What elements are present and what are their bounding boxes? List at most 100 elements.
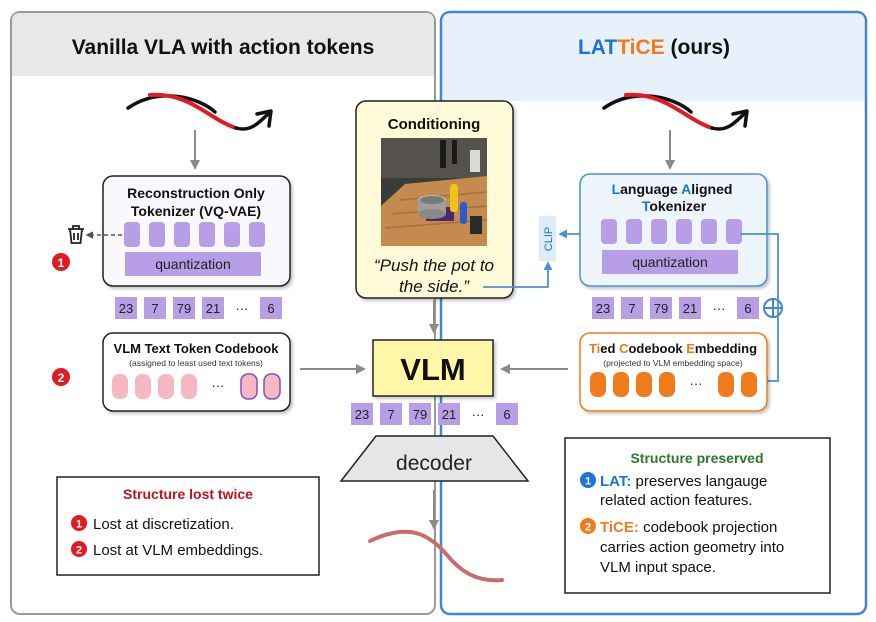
reconstruction-tokenizer-box: Reconstruction Only Tokenizer (VQ-VAE) q… bbox=[102, 175, 291, 287]
quantization-label-left: quantization bbox=[155, 256, 231, 272]
token-box bbox=[737, 297, 759, 319]
token-box bbox=[144, 297, 166, 319]
token-row-center: 23 7 79 21 ··· 6 bbox=[351, 403, 518, 425]
token-row-left: 23 7 79 21 ··· 6 bbox=[115, 297, 282, 319]
svg-text:2: 2 bbox=[585, 522, 591, 534]
token-box bbox=[260, 297, 282, 319]
token-box bbox=[115, 297, 137, 319]
tokenizer-title-line2: Tokenizer (VQ-VAE) bbox=[131, 203, 261, 219]
token-box bbox=[650, 297, 672, 319]
token-box bbox=[202, 297, 224, 319]
codebook-ellipsis: ··· bbox=[212, 378, 225, 393]
tice-subtitle: (projected to VLM embedding space) bbox=[603, 358, 743, 368]
quantization-label-right: quantization bbox=[632, 254, 708, 270]
token-box bbox=[621, 297, 643, 319]
token-value: 7 bbox=[628, 301, 635, 316]
preserved-item2-line3: VLM input space. bbox=[600, 559, 716, 576]
token-value: 7 bbox=[387, 407, 394, 422]
svg-text:1: 1 bbox=[76, 519, 82, 531]
quantization-bar-right bbox=[602, 250, 738, 274]
marker-1: 1 bbox=[52, 253, 70, 271]
arrow-tokenizer-to-tied-codebook bbox=[741, 233, 779, 386]
token-box bbox=[351, 403, 373, 425]
tice-title: Tied Codebook Embedding bbox=[589, 341, 757, 356]
token-value: 6 bbox=[267, 301, 274, 316]
decoder-block: decoder bbox=[339, 435, 530, 482]
instruction-line1: “Push the pot to bbox=[374, 256, 494, 275]
structure-lost-box: Structure lost twice 1 Lost at discretiz… bbox=[56, 476, 320, 576]
token-box bbox=[409, 403, 431, 425]
svg-text:2: 2 bbox=[76, 545, 82, 557]
preserved-item2-line2: carries action geometry into bbox=[600, 539, 784, 556]
token-row-right: 23 7 79 21 ··· 6 bbox=[592, 297, 759, 319]
tokenizer-title-line1: Reconstruction Only bbox=[127, 185, 265, 201]
token-value: 7 bbox=[151, 301, 158, 316]
scene-image bbox=[381, 138, 488, 246]
tice-ellipsis: ··· bbox=[690, 376, 703, 391]
svg-text:1: 1 bbox=[585, 476, 591, 488]
clip-label: CLIP bbox=[543, 227, 555, 251]
token-value: 79 bbox=[177, 301, 191, 316]
svg-text:1: 1 bbox=[58, 256, 65, 270]
preserved-item1-line1: LAT: preserves langauge bbox=[600, 473, 767, 490]
token-ellipsis: ··· bbox=[713, 301, 726, 316]
token-box bbox=[679, 297, 701, 319]
lat-title-line1: Language Aligned bbox=[612, 181, 733, 197]
token-value: 23 bbox=[119, 301, 133, 316]
trajectory-icon-right bbox=[602, 92, 749, 131]
vlm-text-codebook-box: VLM Text Token Codebook (assigned to lea… bbox=[102, 332, 291, 412]
token-value: 23 bbox=[596, 301, 610, 316]
latent-slots-left bbox=[124, 222, 265, 247]
quantization-bar-left bbox=[125, 252, 261, 276]
instruction-line2: the side.” bbox=[399, 277, 470, 296]
preserved-item2-line1: TiCE: codebook projection bbox=[600, 519, 777, 536]
right-panel-title: LATTiCE (ours) bbox=[578, 36, 730, 59]
structure-preserved-title: Structure preserved bbox=[630, 450, 763, 466]
lost-item1: Lost at discretization. bbox=[93, 516, 234, 533]
codebook-subtitle: (assigned to least used text tokens) bbox=[129, 358, 263, 368]
token-box bbox=[173, 297, 195, 319]
decoder-label: decoder bbox=[396, 452, 472, 475]
token-value: 6 bbox=[744, 301, 751, 316]
lat-title-line2: Tokenizer bbox=[642, 198, 707, 214]
plus-icon bbox=[763, 298, 783, 318]
token-box bbox=[592, 297, 614, 319]
left-panel-title: Vanilla VLA with action tokens bbox=[72, 36, 375, 59]
svg-text:2: 2 bbox=[58, 371, 65, 385]
arrow-instruction-to-clip bbox=[483, 261, 553, 288]
language-aligned-tokenizer-box: Language Aligned Tokenizer quantization bbox=[579, 173, 768, 287]
token-value: 79 bbox=[654, 301, 668, 316]
latent-slots-right bbox=[601, 219, 742, 244]
trajectory-icon-left bbox=[126, 92, 273, 131]
codebook-title: VLM Text Token Codebook bbox=[114, 341, 280, 356]
vlm-label: VLM bbox=[400, 352, 465, 387]
token-value: 21 bbox=[206, 301, 220, 316]
preserved-item2-marker bbox=[580, 518, 596, 534]
conditioning-box: Conditioning “Push the pot to the side.” bbox=[355, 100, 514, 299]
trash-icon bbox=[68, 225, 84, 244]
token-value: 23 bbox=[355, 407, 369, 422]
token-value: 79 bbox=[413, 407, 427, 422]
conditioning-title: Conditioning bbox=[388, 116, 480, 133]
token-box bbox=[438, 403, 460, 425]
decoded-trajectory bbox=[368, 529, 504, 583]
structure-preserved-box: Structure preserved 1 LAT: preserves lan… bbox=[564, 437, 831, 594]
preserved-item1-line2: related action features. bbox=[600, 492, 753, 509]
token-ellipsis: ··· bbox=[472, 407, 485, 422]
token-box bbox=[496, 403, 518, 425]
structure-lost-title: Structure lost twice bbox=[123, 486, 253, 502]
token-ellipsis: ··· bbox=[236, 301, 249, 316]
lost-item2-marker bbox=[71, 541, 87, 557]
action-embedding-slots bbox=[590, 372, 757, 397]
token-value: 21 bbox=[683, 301, 697, 316]
lost-item2: Lost at VLM embeddings. bbox=[93, 542, 263, 559]
preserved-item1-marker bbox=[580, 472, 596, 488]
marker-2: 2 bbox=[52, 368, 70, 386]
token-box bbox=[380, 403, 402, 425]
token-value: 6 bbox=[503, 407, 510, 422]
clip-box: CLIP bbox=[539, 216, 556, 261]
token-value: 21 bbox=[442, 407, 456, 422]
tied-codebook-embedding-box: Tied Codebook Embedding (projected to VL… bbox=[579, 332, 768, 412]
